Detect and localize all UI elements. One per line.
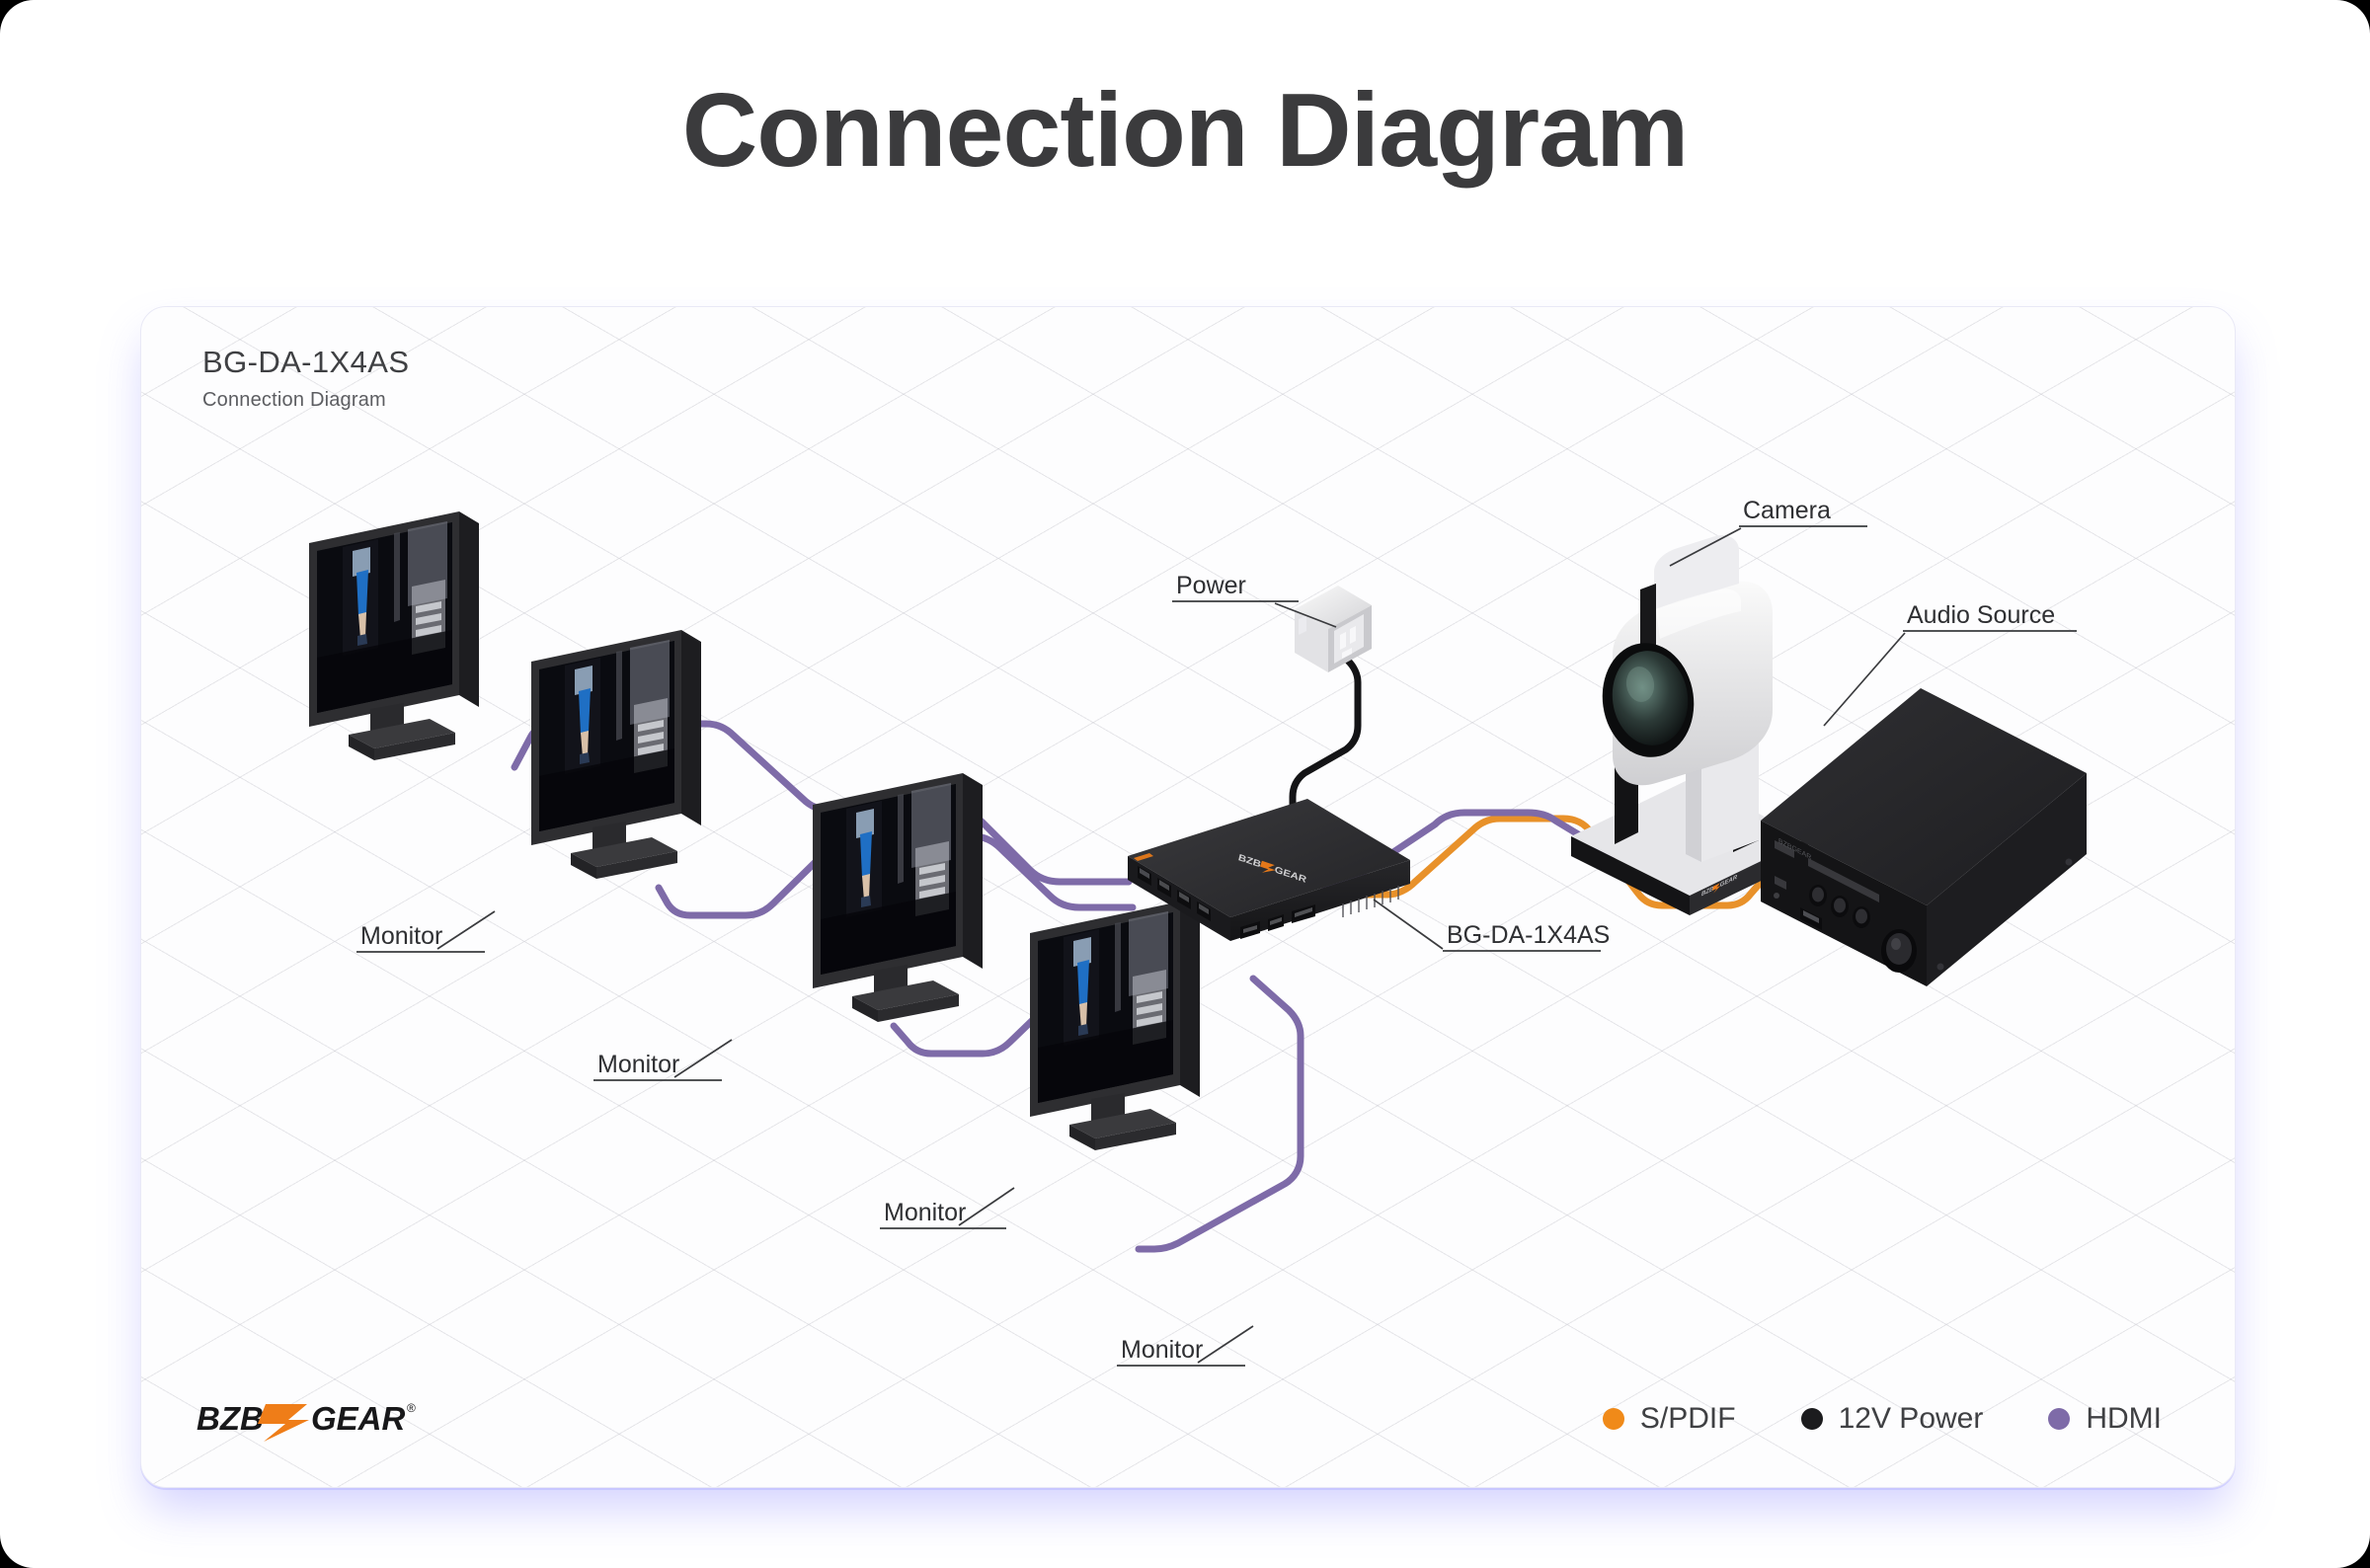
label-monitor-1: Monitor [360,922,442,950]
cable-hdmi-splitter-to-monitor-4 [1135,975,1304,1253]
card-subtitle: Connection Diagram [202,389,386,411]
legend-dot-spdif-icon [1602,1408,1624,1430]
bzbgear-logo-mark: BZB GEAR ® [197,1400,416,1442]
legend-dot-power-icon [1800,1408,1823,1430]
label-device: BG-DA-1X4AS [1447,921,1610,949]
monitor-4 [1030,902,1200,1150]
diagram-card: BG-DA-1X4AS Connection Diagram [140,306,2236,1488]
legend-item-spdif: S/PDIF [1602,1402,1736,1436]
legend-label-spdif: S/PDIF [1639,1402,1736,1435]
label-camera: Camera [1743,497,1831,524]
monitor-1 [309,511,479,760]
logo-text-gear: GEAR [311,1400,406,1437]
legend-dot-hdmi-icon [2048,1408,2071,1430]
ptz-camera: BZB GEAR [1571,534,1808,915]
logo-swoosh-icon [258,1404,309,1442]
logo-text-bzb: BZB [197,1400,264,1437]
label-monitor-2: Monitor [597,1051,679,1078]
wall-outlet [1295,586,1372,672]
legend-label-power: 12V Power [1838,1402,1984,1435]
logo-registered-mark: ® [407,1401,416,1415]
splitter-device: BZB GEAR [1128,799,1410,941]
bzbgear-logo: BZB GEAR ® [197,1394,424,1446]
legend-label-hdmi: HDMI [2086,1402,2162,1435]
legend: S/PDIF 12V Power HDMI [1602,1402,2162,1436]
cable-spdif-splitter-to-receiver [1322,815,1784,909]
legend-item-power: 12V Power [1800,1402,1984,1436]
card-title: BG-DA-1X4AS [202,345,410,379]
card-header: BG-DA-1X4AS Connection Diagram [202,345,409,412]
monitor-3 [813,773,983,1022]
label-monitor-3: Monitor [884,1199,966,1226]
connection-diagram: BZB GEAR BZB GEAR [309,497,2087,1367]
label-audio-source: Audio Source [1907,601,2055,629]
label-power: Power [1176,572,1246,599]
monitor-2 [531,630,701,879]
label-monitor-4: Monitor [1121,1336,1203,1364]
page-title: Connection Diagram [681,72,1690,189]
audio-source-receiver: BZBGEAR [1761,688,2087,986]
label-text-layer: Monitor Monitor Monitor Monitor Power BG… [360,497,2055,1364]
legend-item-hdmi: HDMI [2048,1402,2162,1436]
cable-power-outlet-to-splitter [1289,629,1362,834]
label-layer [356,525,2077,1367]
